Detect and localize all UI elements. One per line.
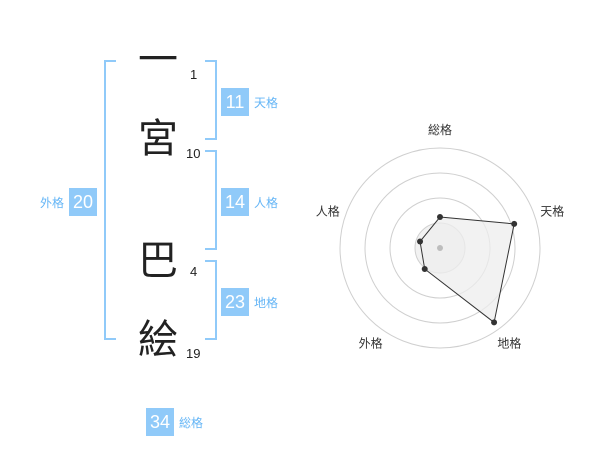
radar-point-3 bbox=[491, 319, 498, 326]
name-char-1: 一 bbox=[138, 37, 178, 83]
radar-axis-label-4: 外格 bbox=[359, 335, 383, 350]
soukaku-label: 総格 bbox=[179, 415, 204, 430]
radar-center-dot bbox=[437, 245, 443, 251]
jinkaku-badge: 14 人格 bbox=[221, 188, 278, 216]
radar-axis-label-2: 天格 bbox=[540, 204, 564, 219]
name-char-4: 絵 bbox=[138, 317, 178, 363]
stroke-count-2: 10 bbox=[186, 146, 201, 161]
radar-point-4 bbox=[421, 266, 428, 273]
radar-axis-label-3: 地格 bbox=[497, 335, 521, 350]
tenkaku-bracket bbox=[205, 60, 217, 140]
radar-point-5 bbox=[417, 238, 424, 245]
gaikaku-value: 20 bbox=[69, 188, 98, 216]
stroke-count-4: 19 bbox=[186, 346, 201, 361]
soukaku-value: 34 bbox=[146, 408, 174, 436]
radar-point-2 bbox=[511, 220, 518, 227]
tenkaku-badge: 11 天格 bbox=[221, 88, 278, 116]
radar-ring-3 bbox=[364, 172, 516, 324]
chikaku-bracket bbox=[205, 260, 217, 340]
stroke-count-3: 4 bbox=[190, 264, 198, 279]
name-char-3: 巴 bbox=[138, 238, 178, 284]
soukaku-badge: 34 総格 bbox=[146, 408, 203, 436]
radar-axis-label-1: 総格 bbox=[428, 122, 452, 137]
jinkaku-bracket bbox=[205, 150, 217, 250]
tenkaku-label: 天格 bbox=[254, 95, 279, 110]
gaikaku-label: 外格 bbox=[40, 195, 65, 210]
jinkaku-value: 14 bbox=[221, 188, 249, 216]
radar-point-1 bbox=[437, 214, 443, 220]
radar-ring-4 bbox=[339, 147, 541, 349]
name-char-2: 宮 bbox=[138, 116, 178, 162]
tenkaku-value: 11 bbox=[221, 88, 249, 116]
stroke-count-1: 1 bbox=[190, 67, 198, 82]
radar-axis-label-5: 人格 bbox=[316, 204, 340, 219]
chikaku-badge: 23 地格 bbox=[221, 288, 278, 316]
gaikaku-badge: 外格 20 bbox=[40, 188, 98, 216]
chikaku-value: 23 bbox=[221, 288, 249, 316]
gaikaku-bracket bbox=[104, 60, 116, 340]
radar-area bbox=[419, 216, 515, 324]
chikaku-label: 地格 bbox=[254, 295, 279, 310]
jinkaku-label: 人格 bbox=[254, 195, 279, 210]
